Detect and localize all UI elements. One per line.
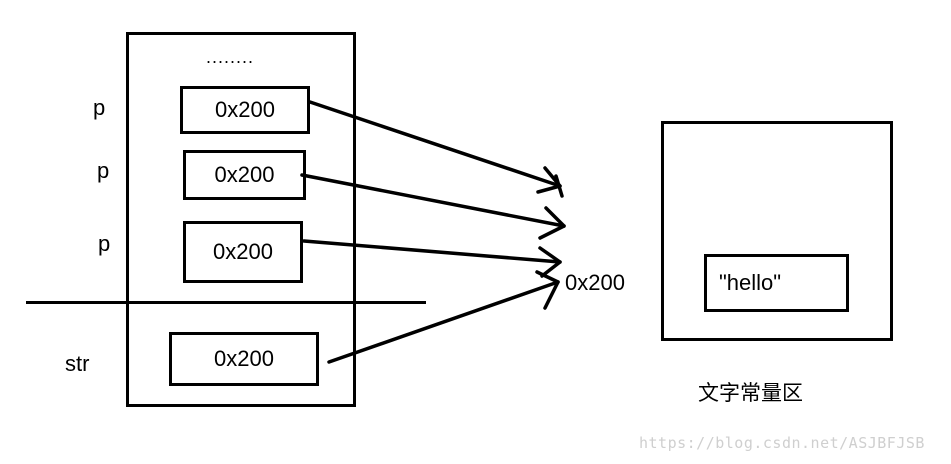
target-address-label: 0x200 [565,270,625,295]
pointer-cell-1: 0x200 [180,86,310,134]
hello-string-cell: "hello" [704,254,849,312]
arrow-2 [300,173,566,228]
watermark-text: https://blog.csdn.net/ASJBFJSB [639,434,925,452]
const-area-box [661,121,893,341]
arrow-1 [308,100,562,188]
stack-ellipsis: ........ [206,47,255,67]
var-label-p-3: p [98,231,111,256]
arrow-3-head [538,246,562,278]
arrow-4 [327,280,560,364]
var-label-p-2: p [97,158,110,183]
stack-frame-box [126,32,356,407]
stack-divider-line [26,301,426,304]
arrow-1-head [536,166,564,198]
pointer-cell-3: 0x200 [183,221,303,283]
var-label-p-1: p [93,95,106,120]
arrow-4-head [535,270,560,310]
const-area-caption: 文字常量区 [698,381,803,405]
var-label-str: str [65,351,90,376]
str-cell: 0x200 [169,332,319,386]
arrow-2-head [538,206,566,240]
arrow-3 [302,239,562,264]
